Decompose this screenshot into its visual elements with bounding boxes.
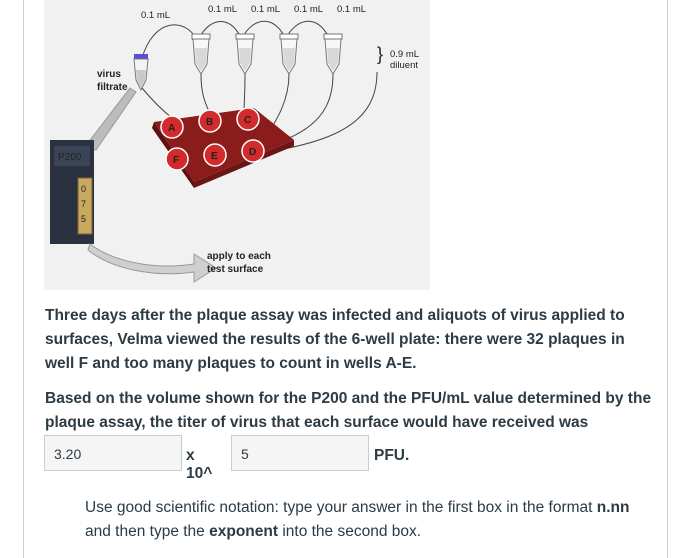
pipette-digit-1: 0 <box>81 184 86 194</box>
note-text-3: into the second box. <box>278 523 422 540</box>
question-paragraph-2: Based on the volume shown for the P200 a… <box>45 390 652 431</box>
coefficient-input[interactable]: 3.20 <box>44 435 182 471</box>
well-e: E <box>211 151 218 162</box>
apply-arrow <box>87 243 217 283</box>
label-diluent: diluent <box>390 60 418 71</box>
diluent-brace: } <box>377 44 383 64</box>
label-filtrate: filtrate <box>97 82 128 93</box>
question-paragraph-1: Three days after the plaque assay was in… <box>45 307 625 372</box>
label-transfer-4: 0.1 mL <box>337 4 366 15</box>
label-first-transfer: 0.1 mL <box>141 10 170 21</box>
note-text-2: and then type the <box>85 523 210 540</box>
label-transfer-1: 0.1 mL <box>208 4 237 15</box>
label-diluent-volume: 0.9 mL <box>390 49 419 60</box>
note-text-1: Use good scientific notation: type your … <box>85 499 597 516</box>
label-virus: virus <box>97 69 121 80</box>
dilution-diagram: 0.1 mL 0.1 mL 0.1 mL 0.1 mL 0.1 mL <box>50 4 419 283</box>
unit-label: PFU. <box>374 447 410 464</box>
content-frame <box>23 0 668 558</box>
label-transfer-2: 0.1 mL <box>251 4 280 15</box>
well-d: D <box>249 147 256 158</box>
well-a: A <box>168 123 175 134</box>
note-format: n.nn <box>596 499 630 516</box>
label-transfer-3: 0.1 mL <box>294 4 323 15</box>
label-apply: apply to each <box>207 251 271 262</box>
well-c: C <box>244 115 251 126</box>
dilution-figure: 0.1 mL 0.1 mL 0.1 mL 0.1 mL 0.1 mL <box>44 0 430 290</box>
well-b: B <box>206 117 213 128</box>
p200-pipette: P200 0 7 5 <box>50 87 137 244</box>
label-p200: P200 <box>58 152 82 163</box>
dilution-tubes <box>133 33 343 92</box>
instruction-note: Use good scientific notation: type your … <box>85 496 645 544</box>
six-well-plate: A B C D E F <box>152 107 294 188</box>
exponent-input[interactable]: 5 <box>231 435 369 471</box>
well-f: F <box>173 155 179 166</box>
pipette-digit-2: 7 <box>81 199 86 209</box>
times-ten-label: x 10^ <box>186 447 213 482</box>
note-exponent-word: exponent <box>209 523 279 540</box>
pipette-digit-3: 5 <box>81 214 86 224</box>
label-test-surface: test surface <box>207 264 264 275</box>
